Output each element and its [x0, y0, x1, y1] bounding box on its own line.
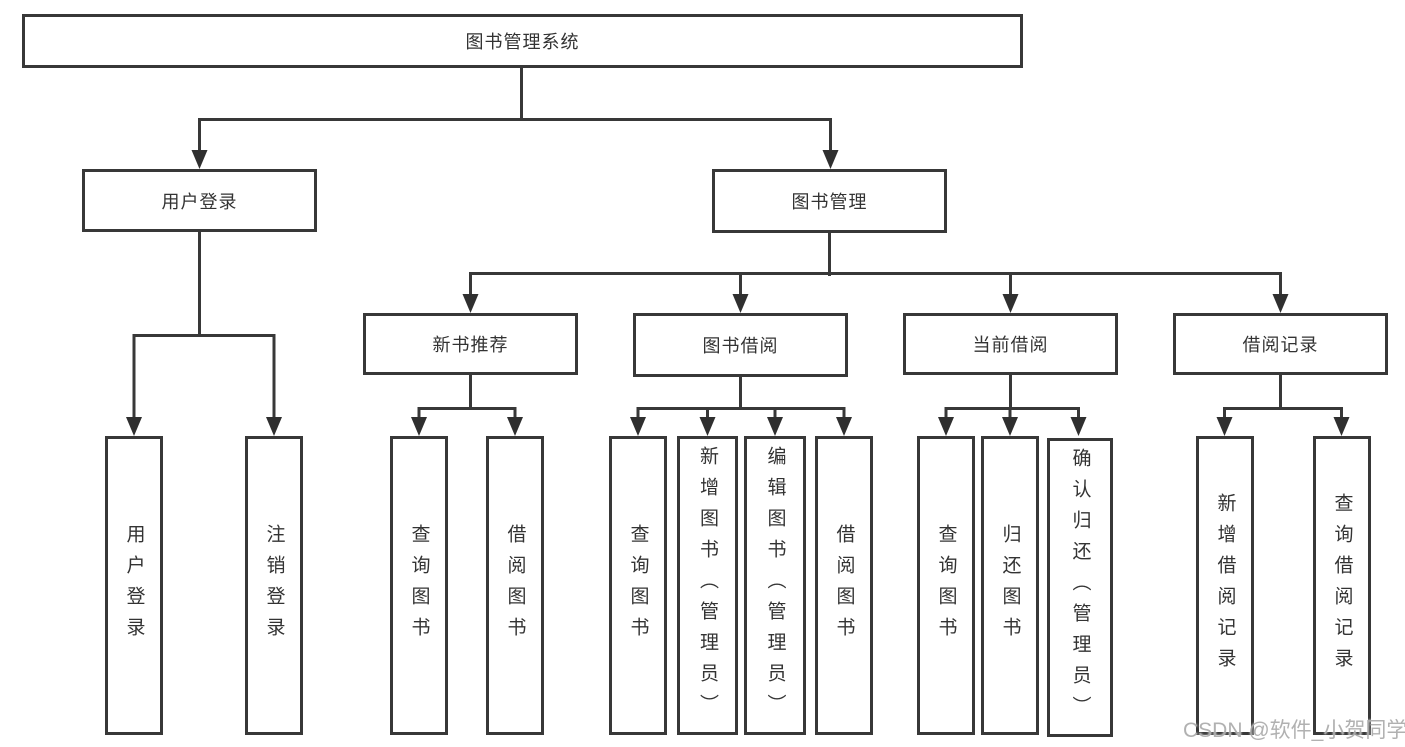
arrowhead-leaf-edit-book [767, 417, 783, 436]
arrowhead-current-borrow [1002, 294, 1019, 313]
connector-currentborrow-to-leaves [944, 375, 1080, 420]
node-user-login: 用户登录 [82, 169, 317, 232]
node-label: 图书管理 [791, 192, 868, 212]
leaf-label: 查询图书 [627, 523, 649, 648]
leaf-label: 新增图书（管理员） [697, 446, 718, 725]
arrowhead-leaf-borrow-books-b [836, 417, 852, 436]
leaf-label: 借阅图书 [504, 523, 526, 648]
node-current-borrow: 当前借阅 [903, 313, 1118, 375]
node-book-borrow: 图书借阅 [633, 313, 848, 377]
leaf-confirm-return-admin: 确认归还（管理员） [1047, 438, 1113, 737]
arrowhead-leaf-logout [266, 417, 282, 436]
arrowhead-new-book-recommend [462, 294, 479, 313]
leaf-query-borrow-record: 查询借阅记录 [1313, 436, 1371, 735]
leaf-logout: 注销登录 [245, 436, 303, 735]
arrowhead-leaf-query-books-a [411, 417, 427, 436]
arrowhead-leaf-query-books-c [938, 417, 954, 436]
arrowhead-leaf-query-books-b [630, 417, 646, 436]
node-label: 图书管理系统 [465, 32, 580, 52]
connector-userlogin-to-leaves [132, 232, 276, 420]
arrowhead-book-management [822, 150, 839, 169]
leaf-query-books-recommend: 查询图书 [390, 436, 448, 735]
leaf-query-books-current: 查询图书 [917, 436, 975, 735]
arrowhead-leaf-add-book [699, 417, 716, 436]
leaf-label: 编辑图书（管理员） [764, 446, 786, 725]
arrowhead-book-borrow [732, 294, 749, 313]
leaf-label: 用户登录 [123, 523, 145, 648]
node-library-system: 图书管理系统 [22, 14, 1023, 68]
arrowhead-leaf-confirm-return [1070, 417, 1087, 436]
node-label: 图书借阅 [702, 336, 779, 356]
leaf-query-books-borrow: 查询图书 [609, 436, 667, 735]
arrowhead-leaf-return-book [1002, 417, 1018, 436]
node-book-management: 图书管理 [712, 169, 947, 233]
leaf-borrow-books: 借阅图书 [815, 436, 873, 735]
leaf-label: 确认归还（管理员） [1069, 448, 1091, 727]
connector-records-to-leaves [1223, 375, 1343, 420]
connector-newbook-to-leaves [417, 375, 517, 420]
node-label: 当前借阅 [972, 335, 1049, 355]
leaf-label: 借阅图书 [833, 523, 855, 648]
connector-root-to-level1 [198, 68, 832, 153]
node-label: 借阅记录 [1242, 335, 1319, 355]
arrowhead-borrow-records [1272, 294, 1289, 313]
leaf-label: 归还图书 [999, 523, 1021, 648]
leaf-return-book: 归还图书 [981, 436, 1039, 735]
arrowhead-leaf-user-login [126, 417, 142, 436]
node-new-book-recommend: 新书推荐 [363, 313, 578, 375]
connector-bookmgmt-to-level2 [469, 233, 1282, 297]
leaf-edit-book-admin: 编辑图书（管理员） [744, 436, 806, 735]
node-label: 用户登录 [161, 191, 238, 212]
arrowhead-user-login [191, 150, 208, 169]
connector-bookborrow-to-leaves [636, 377, 846, 420]
arrowhead-leaf-query-record [1333, 417, 1350, 436]
node-label: 新书推荐 [432, 335, 509, 355]
arrowhead-leaf-borrow-books-a [507, 417, 523, 436]
leaf-label: 查询借阅记录 [1331, 492, 1353, 679]
leaf-borrow-books-recommend: 借阅图书 [486, 436, 544, 735]
leaf-add-book-admin: 新增图书（管理员） [677, 436, 738, 735]
node-borrow-records: 借阅记录 [1173, 313, 1388, 375]
leaf-label: 新增借阅记录 [1214, 492, 1236, 679]
leaf-label: 查询图书 [935, 523, 957, 648]
leaf-add-borrow-record: 新增借阅记录 [1196, 436, 1254, 735]
arrowhead-leaf-add-record [1216, 417, 1233, 436]
leaf-user-login: 用户登录 [105, 436, 163, 735]
leaf-label: 注销登录 [263, 523, 285, 648]
leaf-label: 查询图书 [408, 523, 430, 648]
csdn-watermark: CSDN @软件_小贺同学 [1183, 719, 1405, 742]
